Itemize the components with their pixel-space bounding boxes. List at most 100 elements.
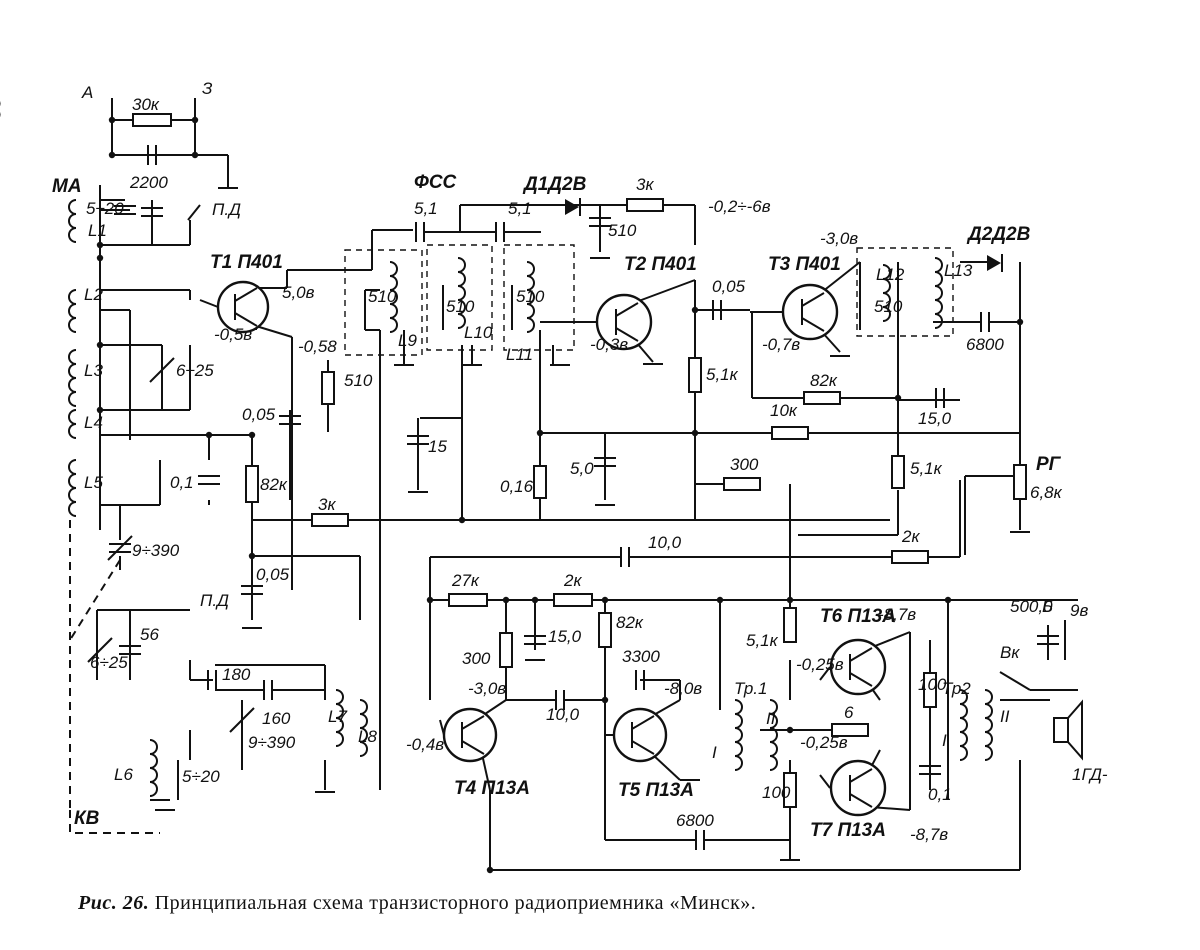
resistor — [322, 372, 334, 404]
junction-dot — [1017, 319, 1023, 325]
label-c0_05b: 0,05 — [256, 565, 290, 584]
label-rg_val: 6,8к — [1030, 483, 1063, 502]
junction-dot — [97, 242, 103, 248]
label-l5: L5 — [84, 473, 103, 492]
band-link — [70, 560, 120, 640]
transistor-symbol — [614, 709, 666, 761]
label-r5_1k_b: 5,1к — [910, 459, 943, 478]
label-v8_7a: -8,7в — [878, 605, 916, 624]
wire — [200, 300, 218, 307]
label-v0_5: -0,5в — [214, 325, 252, 344]
resistor — [772, 427, 808, 439]
label-a: A — [81, 83, 93, 102]
label-c510a: 510 — [368, 287, 397, 306]
label-t5: T5 П13А — [618, 780, 694, 801]
label-c5_1b: 5,1 — [508, 199, 532, 218]
inductor-coil — [985, 690, 992, 760]
speaker-magnet — [1054, 718, 1068, 742]
label-l12: L12 — [876, 265, 905, 284]
label-c0_1a: 0,1 — [170, 473, 194, 492]
label-b_cell: Б — [1042, 597, 1053, 616]
junction-dot — [602, 697, 608, 703]
junction-dot — [537, 430, 543, 436]
inductor-coil — [150, 740, 157, 796]
resistor — [449, 594, 487, 606]
junction-dot — [895, 395, 901, 401]
label-c15a: 15 — [428, 437, 447, 456]
label-r27k: 27к — [451, 571, 480, 590]
label-c160: 160 — [262, 709, 291, 728]
junction-dot — [602, 597, 608, 603]
label-c15_0a: 15,0 — [918, 409, 952, 428]
label-v0_25a: -0,25в — [796, 655, 844, 674]
figure-caption: Рис. 26. Принципиальная схема транзистор… — [78, 892, 756, 915]
junction-dot — [717, 597, 723, 603]
label-v0_58: -0,58 — [298, 337, 337, 356]
junction-dot — [109, 152, 115, 158]
resistor — [892, 456, 904, 488]
junction-dot — [249, 553, 255, 559]
junction-dot — [249, 432, 255, 438]
label-l9: L9 — [398, 331, 417, 350]
label-c5_1a: 5,1 — [414, 199, 438, 218]
transistor-symbol — [783, 285, 837, 339]
inductor-coil — [69, 200, 76, 242]
label-r100a: 100 — [762, 783, 791, 802]
label-r2k_a: 2к — [901, 527, 920, 546]
label-c6_25b: 6÷25 — [90, 653, 128, 672]
diode — [565, 199, 579, 215]
label-tr2: Тр2 — [942, 679, 971, 698]
label-z: З — [202, 79, 213, 98]
inductor-coil — [69, 350, 76, 406]
junction-dot — [787, 727, 793, 733]
label-r5_1k_a: 5,1к — [706, 365, 739, 384]
junction-dot — [192, 152, 198, 158]
label-r300b: 300 — [462, 649, 491, 668]
label-r300a: 300 — [730, 455, 759, 474]
label-d2: Д2Д2В — [966, 224, 1031, 245]
resistor — [246, 466, 258, 502]
resistor — [133, 114, 171, 126]
label-l3: L3 — [84, 361, 103, 380]
label-c10_0b: 10,0 — [546, 705, 580, 724]
junction-dot — [692, 307, 698, 313]
wire — [188, 205, 200, 220]
label-pd1: П.Д — [212, 200, 241, 219]
label-r82k_b: 82к — [810, 371, 838, 390]
label-l10: L10 — [464, 323, 493, 342]
label-l1: L1 — [88, 221, 107, 240]
label-c10_0a: 10,0 — [648, 533, 682, 552]
speaker-cone — [1068, 702, 1082, 758]
junction-dot — [787, 597, 793, 603]
label-r510a: 510 — [344, 371, 373, 390]
label-t3: T3 П401 — [768, 254, 841, 275]
junction-dot — [532, 597, 538, 603]
wire — [652, 754, 680, 780]
wire — [256, 326, 292, 337]
label-r3k_a: 3к — [318, 495, 336, 514]
inductor-coil — [69, 290, 76, 332]
label-l4: L4 — [84, 413, 103, 432]
label-l11: L11 — [506, 345, 533, 364]
label-r6: 6 — [844, 703, 854, 722]
resistor — [599, 613, 611, 647]
label-c5_20: 5÷20 — [86, 199, 124, 218]
label-ma: МА — [52, 176, 82, 197]
label-v0_25b: -0,25в — [800, 733, 848, 752]
label-v8_7b: -8,7в — [910, 825, 948, 844]
label-vk: Вк — [1000, 643, 1020, 662]
inductor-coil — [960, 690, 967, 760]
label-w1b: I — [942, 731, 947, 750]
wire — [636, 280, 695, 302]
label-c0_1b: 0,1 — [928, 785, 952, 804]
resistor — [784, 608, 796, 642]
label-r5_1k_c: 5,1к — [746, 631, 779, 650]
label-c9_390a: 9÷390 — [132, 541, 180, 560]
label-gd: 1ГД- — [1072, 765, 1108, 784]
label-t7: T7 П13А — [810, 820, 886, 841]
label-c56: 56 — [140, 625, 159, 644]
label-c510d: 510 — [608, 221, 637, 240]
junction-dot — [487, 867, 493, 873]
label-d1: Д1Д2В — [522, 174, 587, 195]
